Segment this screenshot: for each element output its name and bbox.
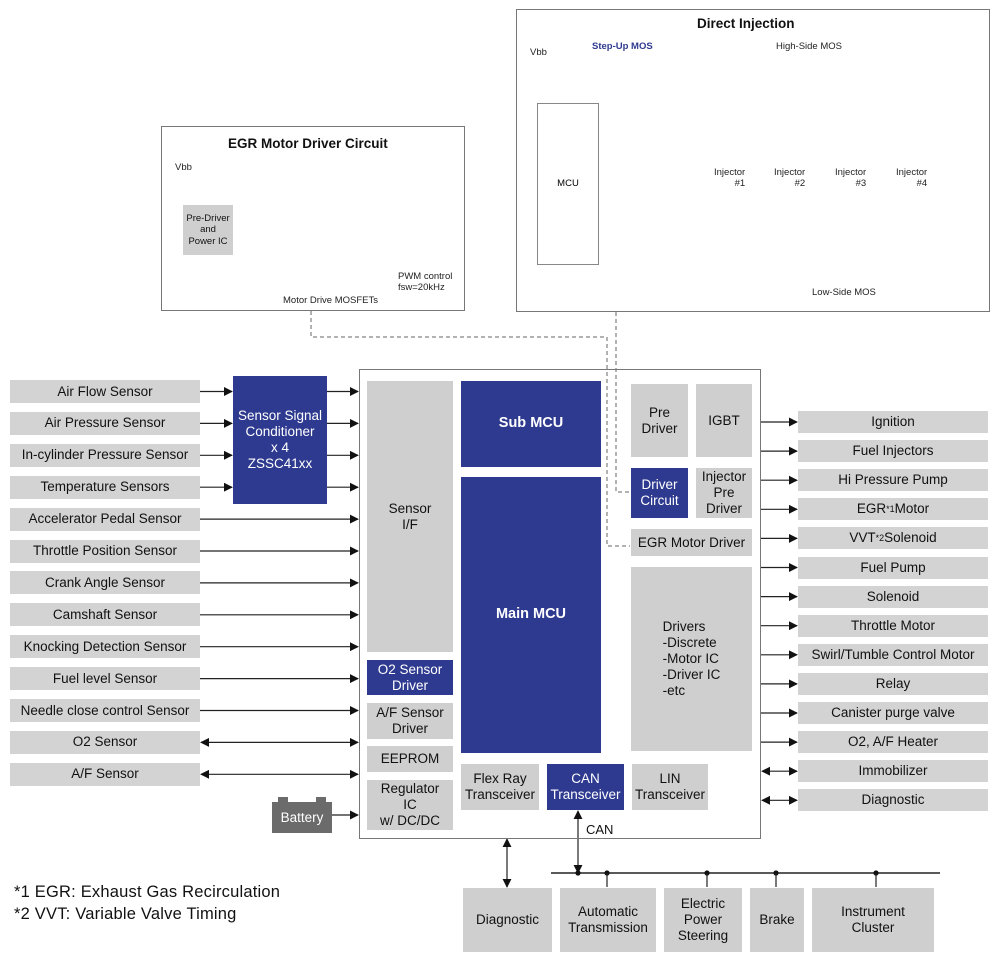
sensor-in-cylinder-pressure-sensor: In-cylinder Pressure Sensor: [10, 443, 200, 467]
sensor-a-f-sensor: A/F Sensor: [10, 762, 200, 786]
actuator-diagnostic: Diagnostic: [798, 789, 988, 812]
actuator-ignition: Ignition: [798, 411, 988, 433]
actuator-vvt-2-solenoid: VVT*2 Solenoid: [798, 527, 988, 550]
injector-4-label: Injector #4: [896, 167, 928, 189]
actuator-fuel-injectors: Fuel Injectors: [798, 440, 988, 463]
flexray-transceiver-block: Flex Ray Transceiver: [461, 764, 539, 810]
sensor-crank-angle-sensor: Crank Angle Sensor: [10, 571, 200, 595]
sensor-air-flow-sensor: Air Flow Sensor: [10, 380, 200, 403]
footnote-egr: *1 EGR: Exhaust Gas Recirculation: [14, 883, 281, 901]
bottom-at-label: Automatic Transmission: [568, 904, 648, 935]
main-mcu-block: Main MCU: [461, 477, 601, 753]
driver-circuit-block: Driver Circuit: [631, 468, 688, 518]
battery-label: Battery: [280, 809, 324, 825]
egr-dashed-link: [310, 311, 630, 547]
highside-mos-label: High-Side MOS: [776, 41, 842, 52]
main-mcu-label: Main MCU: [495, 606, 567, 623]
actuator-fuel-pump: Fuel Pump: [798, 556, 988, 579]
di-mcu-label: MCU: [557, 178, 579, 190]
actuator-immobilizer: Immobilizer: [798, 760, 988, 783]
af-driver-label: A/F Sensor Driver: [376, 705, 444, 736]
sensor-if-label: Sensor I/F: [388, 500, 432, 532]
egr-panel-title: EGR Motor Driver Circuit: [228, 136, 388, 151]
sensor-if-block: Sensor I/F: [367, 381, 453, 652]
actuator-egr-1-motor: EGR*1 Motor: [798, 498, 988, 521]
lowside-mos-label: Low-Side MOS: [812, 287, 876, 298]
egr-pwm-label: PWM control fsw=20kHz: [398, 271, 453, 293]
battery-icon: [272, 797, 332, 833]
can-transceiver-block: CAN Transceiver: [547, 764, 624, 810]
injector-3-label: Injector #3: [835, 167, 867, 189]
egr-vbb-label: Vbb: [175, 162, 192, 173]
bottom-brake-label: Brake: [759, 912, 795, 928]
bottom-instrument-cluster: Instrument Cluster: [812, 888, 934, 952]
drivers-block: Drivers -Discrete -Motor IC -Driver IC -…: [631, 567, 752, 751]
sensor-camshaft-sensor: Camshaft Sensor: [10, 603, 200, 627]
egr-predriver-box: Pre-Driver and Power IC: [183, 205, 233, 255]
sensor-signal-conditioner: Sensor Signal Conditioner x 4 ZSSC41xx: [233, 376, 327, 504]
lin-transceiver-block: LIN Transceiver: [632, 764, 708, 810]
di-mcu-box: MCU: [537, 103, 599, 265]
di-dashed-link: [615, 312, 630, 493]
actuator-relay: Relay: [798, 672, 988, 695]
igbt-label: IGBT: [708, 412, 740, 428]
injector-pre-driver-label: Injector Pre Driver: [701, 469, 747, 516]
conditioner-label: Sensor Signal Conditioner x 4 ZSSC41xx: [237, 408, 323, 471]
regulator-label: Regulator IC w/ DC/DC: [380, 781, 440, 828]
sub-mcu-block: Sub MCU: [461, 381, 601, 467]
lin-label: LIN Transceiver: [634, 771, 706, 802]
af-sensor-driver-block: A/F Sensor Driver: [367, 703, 453, 739]
injector-2-label: Injector #2: [774, 167, 806, 189]
bottom-brake: Brake: [750, 888, 804, 952]
flexray-label: Flex Ray Transceiver: [464, 771, 536, 802]
can-transceiver-label: CAN Transceiver: [550, 771, 621, 802]
sensor-accelerator-pedal-sensor: Accelerator Pedal Sensor: [10, 507, 200, 531]
eeprom-block: EEPROM: [367, 746, 453, 772]
egr-motor-driver-block: EGR Motor Driver: [631, 529, 752, 556]
bottom-eps-label: Electric Power Steering: [677, 896, 729, 943]
ecu-box: [359, 369, 761, 839]
di-panel-title: Direct Injection: [697, 16, 795, 31]
sensor-o2-sensor: O2 Sensor: [10, 730, 200, 754]
bottom-electric-power-steering: Electric Power Steering: [664, 888, 742, 952]
sensor-needle-close-control-sensor: Needle close control Sensor: [10, 699, 200, 722]
bottom-diagnostic-label: Diagnostic: [475, 912, 540, 928]
stepup-mos-label: Step-Up MOS: [592, 41, 653, 52]
driver-circuit-label: Driver Circuit: [640, 477, 679, 508]
bottom-automatic-transmission: Automatic Transmission: [560, 888, 656, 952]
bottom-cluster-label: Instrument Cluster: [841, 904, 905, 935]
drivers-label: Drivers -Discrete -Motor IC -Driver IC -…: [662, 619, 721, 698]
actuator-swirl-tumble-control-motor: Swirl/Tumble Control Motor: [798, 643, 988, 666]
pre-driver-label: Pre Driver: [641, 404, 678, 436]
regulator-block: Regulator IC w/ DC/DC: [367, 780, 453, 830]
actuator-o2-a-f-heater: O2, A/F Heater: [798, 731, 988, 754]
injector-1-label: Injector #1: [714, 167, 746, 189]
egr-motor-driver-label: EGR Motor Driver: [637, 534, 746, 550]
footnote-vvt: *2 VVT: Variable Valve Timing: [14, 905, 237, 923]
actuator-canister-purge-valve: Canister purge valve: [798, 702, 988, 724]
actuator-solenoid: Solenoid: [798, 585, 988, 608]
egr-mosfets-label: Motor Drive MOSFETs: [283, 295, 379, 306]
igbt-block: IGBT: [696, 384, 752, 457]
eeprom-label: EEPROM: [380, 751, 440, 767]
can-bus-label: CAN: [586, 822, 614, 837]
sensor-fuel-level-sensor: Fuel level Sensor: [10, 667, 200, 691]
injector-pre-driver-block: Injector Pre Driver: [696, 468, 752, 518]
bottom-diagnostic: Diagnostic: [463, 888, 552, 952]
sensor-throttle-position-sensor: Throttle Position Sensor: [10, 539, 200, 563]
actuator-hi-pressure-pump: Hi Pressure Pump: [798, 469, 988, 492]
pre-driver-block: Pre Driver: [631, 384, 688, 457]
egr-predriver-label: Pre-Driver and Power IC: [186, 213, 230, 247]
di-vbb-label: Vbb: [530, 47, 547, 58]
sub-mcu-label: Sub MCU: [498, 415, 564, 432]
sensor-air-pressure-sensor: Air Pressure Sensor: [10, 411, 200, 435]
can-bus-junction-dot: [575, 870, 581, 876]
sensor-knocking-detection-sensor: Knocking Detection Sensor: [10, 635, 200, 659]
actuator-throttle-motor: Throttle Motor: [798, 614, 988, 637]
sensor-temperature-sensors: Temperature Sensors: [10, 475, 200, 499]
o2-driver-label: O2 Sensor Driver: [377, 661, 443, 693]
o2-sensor-driver-block: O2 Sensor Driver: [367, 660, 453, 695]
